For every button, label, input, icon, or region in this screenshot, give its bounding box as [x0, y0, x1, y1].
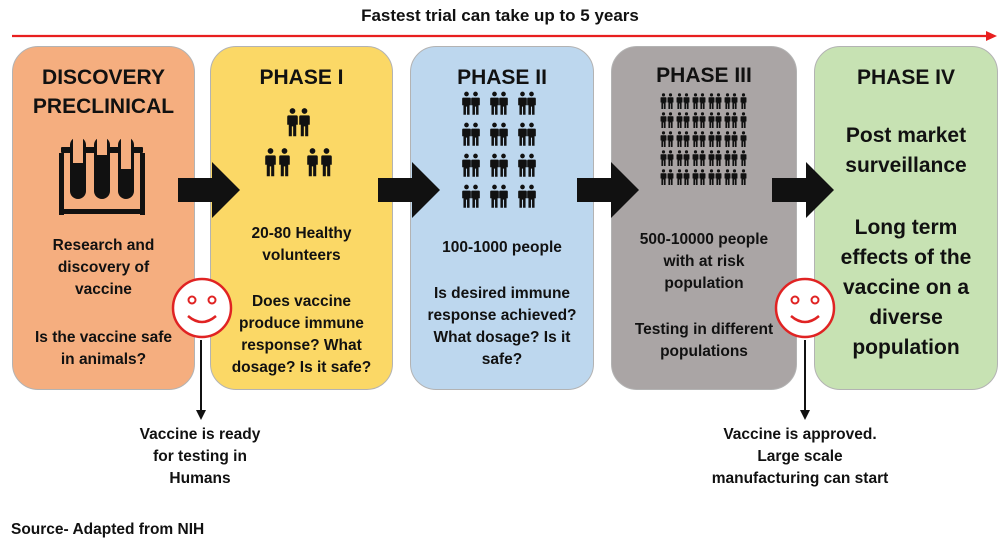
right-arrow-icon [178, 162, 240, 218]
stage-description: 100-1000 people [415, 237, 589, 259]
text-line: population [852, 336, 960, 359]
stage-title: PHASE III [656, 64, 752, 87]
stage-question: Testing in different populations [616, 319, 792, 363]
source-credit: Source- Adapted from NIH [11, 521, 205, 538]
text-line: Is the vaccine safe [35, 329, 172, 346]
text-line: response achieved? [427, 307, 577, 324]
stage-question: Does vaccine produce immune response? Wh… [215, 291, 388, 379]
text-line: effects of the [840, 246, 972, 269]
stage-phase-2: PHASE II 100-1000 people Is desired immu… [410, 46, 594, 390]
text-line: dosage? Is it safe? [231, 359, 372, 376]
stage-title: DISCOVERY PRECLINICAL [13, 63, 194, 121]
stage-title-line: DISCOVERY [42, 66, 165, 89]
stage-question: Long term effects of the vaccine on a di… [819, 213, 993, 363]
text-line: populations [660, 343, 748, 360]
timeline-title: Fastest trial can take up to 5 years [361, 6, 639, 25]
down-arrow-icon [196, 340, 206, 420]
text-line: produce immune [239, 315, 364, 332]
text-line: Large scale [757, 448, 843, 465]
text-line: response? What [241, 337, 362, 354]
text-line: surveillance [845, 154, 967, 177]
milestone-human-testing: Vaccine is ready for testing in Humans [110, 424, 290, 490]
stage-description: 20-80 Healthy volunteers [215, 223, 388, 267]
right-arrow-icon [577, 162, 639, 218]
text-line: vaccine on a [842, 276, 970, 299]
timeline-arrow [12, 31, 997, 41]
stage-title: PHASE II [457, 66, 547, 89]
stage-phase-1: PHASE I 20-80 Healthy volunteers Does va… [210, 46, 393, 390]
stage-question: Is desired immune response achieved? Wha… [415, 283, 589, 371]
stage-title-line: PRECLINICAL [32, 95, 175, 118]
people-medium-group-icon [462, 91, 536, 211]
text-line: Research and [52, 237, 155, 254]
text-line: 100-1000 people [442, 239, 562, 256]
stage-phase-3: PHASE III 500-10000 people with at risk … [611, 46, 797, 390]
right-arrow-icon [772, 162, 834, 218]
stage-description: Research and discovery of vaccine [17, 235, 190, 301]
text-line: Long term [854, 216, 958, 239]
text-line: Testing in different [634, 321, 774, 338]
stage-description: Post market surveillance [819, 121, 993, 181]
stage-title: PHASE IV [856, 66, 956, 89]
text-line: vaccine [75, 281, 132, 298]
text-line: Post market [845, 124, 967, 147]
text-line: manufacturing can start [711, 470, 889, 487]
text-line: Is desired immune [433, 285, 571, 302]
text-line: What dosage? Is it [433, 329, 571, 346]
stage-question: Is the vaccine safe in animals? [17, 327, 190, 371]
people-small-group-icon [265, 108, 332, 177]
text-line: Humans [169, 470, 231, 487]
down-arrow-icon [800, 340, 810, 420]
smiley-face-icon [774, 277, 836, 339]
stage-phase-4: PHASE IV Post market surveillance Long t… [814, 46, 998, 390]
text-line: discovery of [57, 259, 150, 276]
text-line: 500-10000 people [639, 231, 769, 248]
text-line: volunteers [262, 247, 341, 264]
stage-title: PHASE I [259, 66, 344, 89]
text-line: 20-80 Healthy [251, 225, 352, 242]
text-line: for testing in [153, 448, 247, 465]
text-line: Does vaccine [251, 293, 352, 310]
text-line: Vaccine is approved. [723, 426, 877, 443]
text-line: diverse [869, 306, 943, 329]
stage-discovery-preclinical: DISCOVERY PRECLINICAL Research and disco… [12, 46, 195, 390]
text-line: Vaccine is ready [139, 426, 261, 443]
smiley-face-icon [171, 277, 233, 339]
text-line: population [664, 275, 744, 292]
text-line: with at risk [663, 253, 745, 270]
text-line: safe? [481, 351, 523, 368]
test-tubes-icon [59, 137, 145, 215]
people-large-group-icon [660, 93, 747, 185]
milestone-approval: Vaccine is approved. Large scale manufac… [690, 424, 910, 490]
stage-description: 500-10000 people with at risk population [616, 229, 792, 295]
right-arrow-icon [378, 162, 440, 218]
text-line: in animals? [60, 351, 147, 368]
